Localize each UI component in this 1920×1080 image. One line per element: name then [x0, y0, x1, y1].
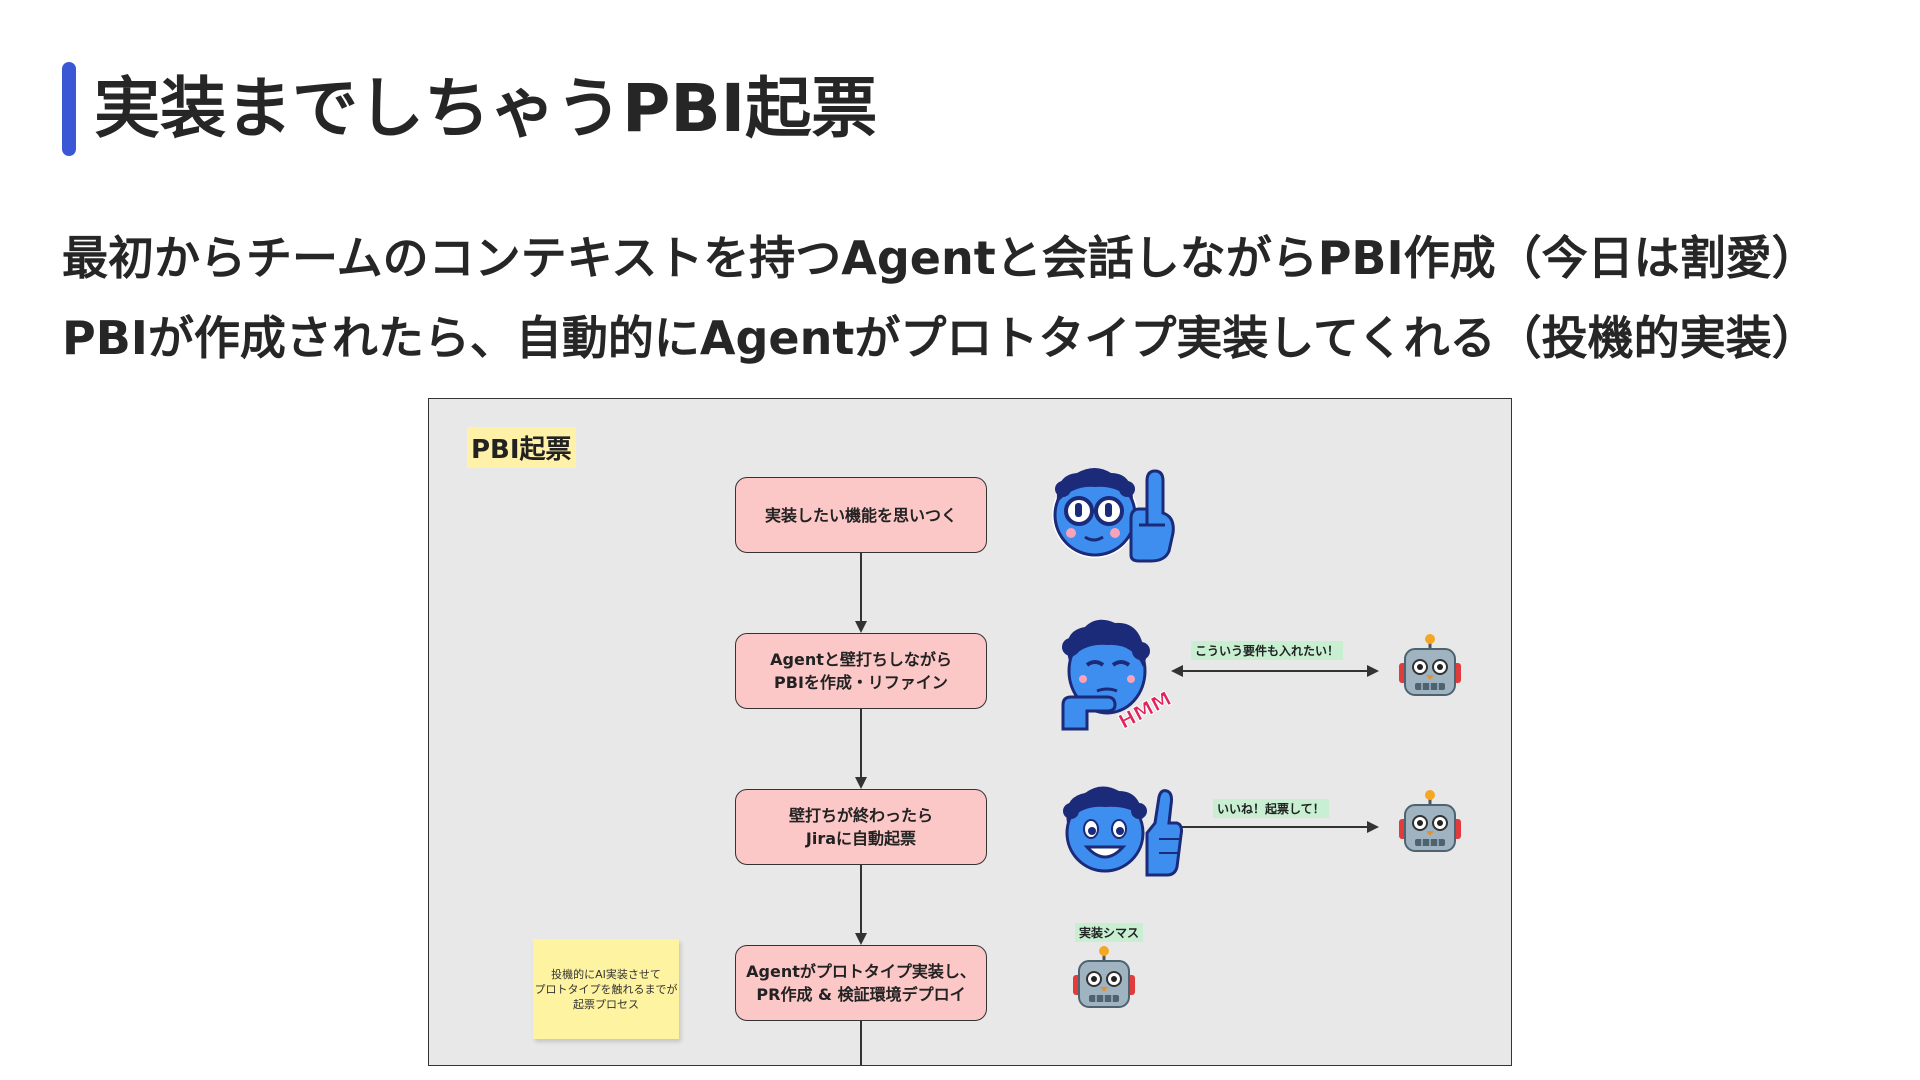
slide-title: 実装までしちゃうPBI起票	[94, 70, 878, 147]
sticky-note: 投機的にAI実装させて プロトタイプを触れるまでが 起票プロセス	[533, 939, 679, 1039]
thumbs-up-face-icon	[1063, 786, 1183, 877]
flow-connectors	[855, 553, 1379, 1065]
flow-step-3-line-2: Jiraに自動起票	[805, 829, 917, 848]
robot-work-label: 実装シマス	[1075, 923, 1144, 942]
flow-step-3-line-1: 壁打ちが終わったら	[788, 806, 933, 825]
robot-icon	[1073, 946, 1135, 1008]
flow-step-4-line-2: PR作成 & 検証環境デプロイ	[756, 985, 966, 1004]
flow-step-3: 壁打ちが終わったら Jiraに自動起票	[735, 789, 987, 865]
robot-icon	[1399, 634, 1461, 696]
sticky-note-line-2: プロトタイプを触れるまでが	[534, 982, 678, 996]
flow-step-2-line-1: Agentと壁打ちしながら	[770, 650, 952, 669]
flow-step-1-line-1: 実装したい機能を思いつく	[764, 505, 957, 525]
two-way-label: こういう要件も入れたい！	[1191, 641, 1344, 660]
flow-step-1: 実装したい機能を思いつく	[735, 477, 987, 553]
sticky-note-line-1: 投機的にAI実装させて	[551, 967, 661, 981]
flow-board: PBI起票 実装したい機能を思いつく Agentと壁打ちしながら PBIを作成・…	[428, 398, 1512, 1066]
flow-step-4-line-1: Agentがプロトタイプ実装し、	[746, 962, 976, 981]
title-accent-bar	[62, 62, 76, 156]
board-label: PBI起票	[467, 427, 576, 468]
one-way-label: いいね！起票して！	[1213, 799, 1329, 818]
flow-step-4: Agentがプロトタイプ実装し、 PR作成 & 検証環境デプロイ	[735, 945, 987, 1021]
robot-icon	[1399, 790, 1461, 852]
body-line-1: 最初からチームのコンテキストを持つAgentと会話しながらPBI作成（今日は割愛…	[62, 231, 1818, 285]
body-line-2: PBIが作成されたら、自動的にAgentがプロトタイプ実装してくれる（投機的実装…	[62, 311, 1818, 365]
thinking-face-pointing-icon	[1052, 468, 1175, 563]
flow-step-2: Agentと壁打ちしながら PBIを作成・リファイン	[735, 633, 987, 709]
hmm-face-icon: HMM	[1061, 619, 1176, 733]
sticky-note-line-3: 起票プロセス	[573, 997, 639, 1011]
flow-step-2-line-2: PBIを作成・リファイン	[774, 673, 948, 692]
